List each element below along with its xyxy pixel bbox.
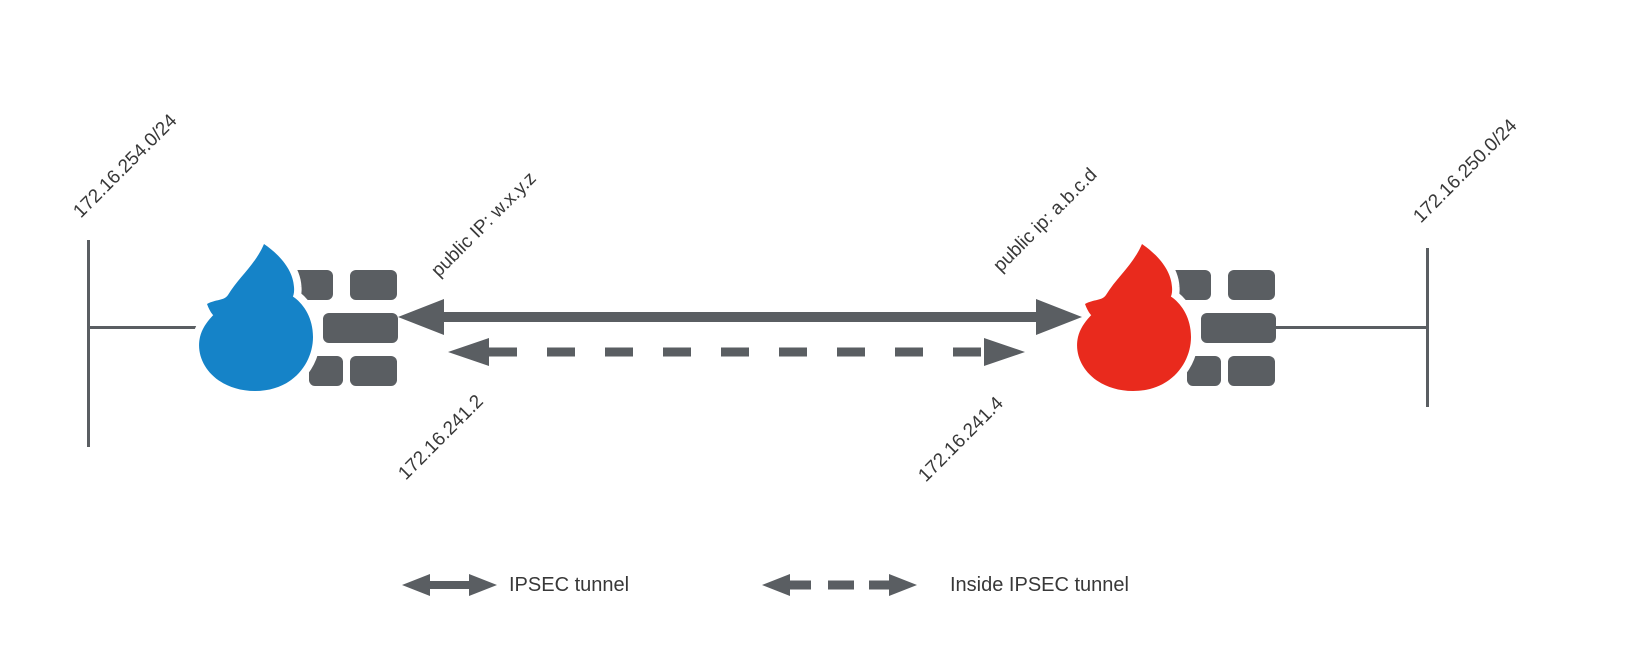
firewall-icon-left (191, 236, 398, 399)
left-tunnel-ip-label: 172.16.241.2 (394, 390, 488, 485)
flame-icon (199, 244, 313, 391)
brick-wall (1165, 270, 1276, 386)
legend-inside-ipsec-tunnel-label: Inside IPSEC tunnel (950, 574, 1129, 596)
legend-solid-arrow-icon (402, 574, 497, 596)
arrow-head-left (448, 338, 489, 366)
flame-icon (1077, 244, 1191, 391)
arrow-head-right (984, 338, 1025, 366)
left-public-ip-label: public IP: w.x.y.z (427, 168, 541, 282)
left-network-label: 172.16.254.0/24 (69, 110, 182, 223)
ipsec-tunnel-arrow (398, 299, 1082, 335)
legend-ipsec-tunnel-label: IPSEC tunnel (509, 574, 630, 596)
arrow-head-left (398, 299, 444, 335)
right-network-label: 172.16.250.0/24 (1409, 115, 1522, 228)
legend-dashed-arrow-icon (762, 574, 917, 596)
firewall-icon-right (1069, 236, 1276, 399)
inside-ipsec-tunnel-arrow (448, 338, 1025, 366)
right-tunnel-ip-label: 172.16.241.4 (914, 392, 1008, 487)
